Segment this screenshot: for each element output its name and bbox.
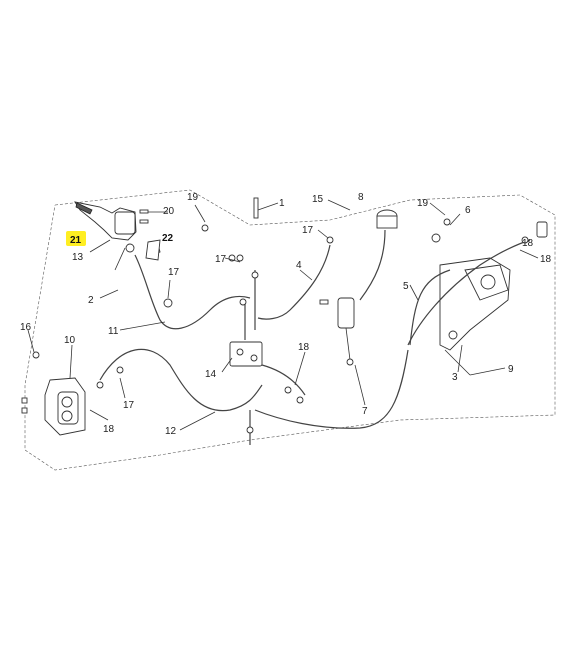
callout-15: 15 bbox=[312, 194, 324, 205]
callout-22: 22 bbox=[162, 233, 174, 244]
callout-8: 8 bbox=[358, 192, 364, 203]
callout-18c: 18 bbox=[298, 342, 310, 353]
rear-master-cylinder bbox=[319, 209, 398, 366]
callout-17b: 17 bbox=[302, 225, 314, 236]
callout-3: 3 bbox=[452, 372, 458, 383]
callout-18d: 18 bbox=[522, 238, 534, 249]
callout-18b: 18 bbox=[103, 424, 115, 435]
callout-4: 4 bbox=[296, 260, 302, 271]
diagram-frame bbox=[24, 189, 556, 471]
callout-16: 16 bbox=[20, 322, 32, 333]
callout-18a: 18 bbox=[540, 254, 552, 265]
callout-19a: 19 bbox=[187, 192, 199, 203]
brake-hoses bbox=[99, 239, 531, 445]
callout-5: 5 bbox=[403, 281, 409, 292]
callout-17d: 17 bbox=[215, 254, 227, 265]
callout-21: 21 bbox=[70, 235, 82, 246]
callout-7: 7 bbox=[362, 406, 368, 417]
front-master-cylinder bbox=[74, 201, 161, 257]
proportioning-valve bbox=[229, 341, 263, 367]
callout-labels: 21 20 13 22 2 17 19 1 15 8 17 4 19 6 18 … bbox=[20, 192, 552, 437]
callout-10: 10 bbox=[64, 335, 76, 346]
callout-17c: 17 bbox=[123, 400, 135, 411]
callout-19b: 19 bbox=[417, 198, 429, 209]
callout-11: 11 bbox=[108, 326, 119, 337]
callout-1: 1 bbox=[279, 198, 285, 209]
callout-17a: 17 bbox=[168, 267, 180, 278]
fittings bbox=[32, 197, 529, 434]
rear-caliper bbox=[439, 221, 548, 351]
callout-9: 9 bbox=[508, 364, 514, 375]
callout-12: 12 bbox=[165, 426, 177, 437]
callout-13: 13 bbox=[72, 252, 84, 263]
highlight-box bbox=[66, 231, 86, 246]
callout-20: 20 bbox=[163, 206, 175, 217]
callout-2: 2 bbox=[88, 295, 94, 306]
callout-14: 14 bbox=[205, 369, 217, 380]
callout-6: 6 bbox=[465, 205, 471, 216]
front-left-caliper bbox=[21, 377, 86, 436]
leader-lines bbox=[27, 199, 539, 431]
